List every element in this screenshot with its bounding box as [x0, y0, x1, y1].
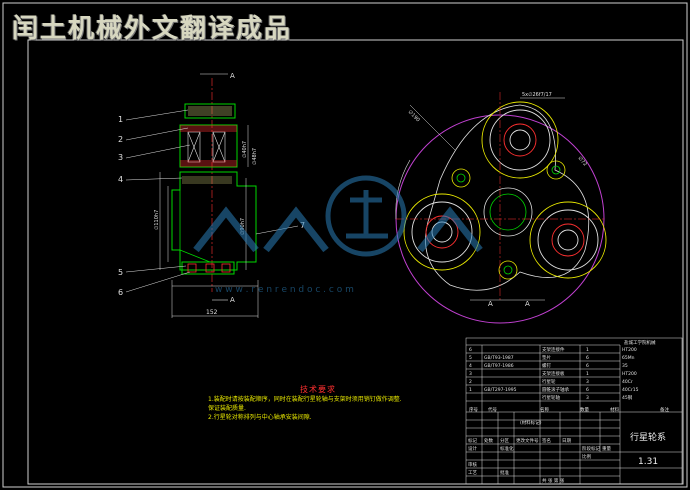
- tb-designer: 设计: [468, 445, 477, 452]
- bom-cell-qty: 6: [586, 363, 589, 369]
- bom-cell-code: GB/T297-1995: [484, 387, 517, 393]
- bom-cell-mat: 35: [622, 363, 628, 369]
- bom-cell-name: 螺钉: [542, 362, 551, 369]
- tb-mark: 标记: [468, 437, 477, 444]
- title-block: [465, 337, 683, 485]
- tb-hdr-qty: 数量: [580, 406, 589, 413]
- tb-zone: 分区: [500, 437, 509, 444]
- part-label-1: 1: [118, 115, 123, 124]
- watermark-url: w w w . r e n r e n d o c . c o m: [215, 285, 354, 295]
- tb-standard: 标准化: [500, 445, 514, 452]
- part-label-3: 3: [118, 153, 123, 162]
- bom-cell-name: 圆锥滚子轴承: [542, 386, 569, 393]
- bom-cell-name: 支架连接板: [542, 370, 565, 377]
- tb-sign: 签名: [542, 437, 551, 444]
- tb-process: 工艺: [468, 470, 477, 476]
- bom-cell-qty: 3: [586, 395, 589, 401]
- tech-requirements: 技术要求 1.装配时请按装配顺序，同时在装配行星轮轴与支架时须用销钉做作调整. …: [208, 385, 428, 422]
- tb-hdr-note: 备注: [660, 406, 669, 413]
- tb-hdr-no: 序号: [469, 406, 478, 413]
- bom-cell-qty: 6: [586, 387, 589, 393]
- bom-cell-qty: 1: [586, 347, 589, 353]
- dim-d2: ∅90h7: [240, 218, 246, 235]
- tb-date: 日期: [562, 438, 571, 444]
- part-label-2: 2: [118, 135, 123, 144]
- tb-drawing-name: 行星轮系: [630, 431, 666, 443]
- tb-hdr-name: 名称: [540, 406, 549, 413]
- front-view: A A 5x∅26f7/17 ∅190 ∅72: [395, 92, 607, 324]
- tb-hdr-code: 代号: [488, 406, 497, 413]
- dim-d5: ∅190: [407, 109, 421, 123]
- section-mark-left: A: [488, 300, 493, 308]
- bom-cell-mat: HT200: [622, 371, 637, 377]
- tb-count: 处数: [484, 437, 493, 444]
- bom-cell-mat: 65Mn: [622, 355, 635, 361]
- tb-change: 更改文件号: [516, 437, 539, 444]
- tech-requirement-item: 1.装配时请按装配顺序，同时在装配行星轮轴与支架时须用销钉做作调整.: [208, 396, 402, 403]
- banner-title: 闰土机械外文翻译成品: [12, 14, 293, 44]
- tb-sheet: 共 张 第 张: [542, 477, 565, 484]
- part-label-6: 6: [118, 288, 123, 297]
- bom-cell-no: 2: [469, 379, 472, 385]
- bom-cell-mat: HT200: [622, 347, 637, 353]
- tech-requirement-item: 2.行星轮对称排列与中心轴承安装间隙.: [208, 414, 312, 421]
- tb-ratio: 比例: [582, 453, 591, 460]
- part-label-5: 5: [118, 268, 123, 277]
- dim-spline: 5x∅26f7/17: [522, 92, 552, 98]
- watermark: w w w . r e n r e n d o c . c o m: [193, 175, 483, 295]
- tb-hdr-mat: 材料: [610, 406, 619, 413]
- bom-cell-no: 5: [469, 355, 472, 361]
- bom-cell-qty: 6: [586, 355, 589, 361]
- bom-cell-name: 行星轮: [542, 378, 556, 385]
- tb-checker: 审核: [468, 461, 477, 468]
- dim-width: 152: [206, 309, 218, 316]
- dim-d6: ∅72: [576, 155, 587, 167]
- bom-cell-mat: 40Cr15: [622, 387, 639, 393]
- section-mark-right: A: [525, 300, 530, 308]
- tb-scale: 1.31: [638, 457, 658, 467]
- dim-d1: ∅110h7: [154, 210, 160, 230]
- part-label-4: 4: [118, 175, 123, 184]
- bom-cell-no: 6: [469, 347, 472, 353]
- section-mark-a-top: A: [230, 72, 235, 80]
- bom-cell-no: 4: [469, 363, 472, 369]
- bom-cell-name: 垫片: [542, 354, 551, 361]
- section-mark-a-bottom: A: [230, 296, 235, 304]
- bom-cell-code: GB/T93-1987: [484, 355, 514, 361]
- bom-cell-qty: 3: [586, 379, 589, 385]
- tb-weight: 重量: [602, 445, 611, 452]
- bom-cell-no: 3: [469, 371, 472, 377]
- inner-border: [27, 39, 684, 485]
- tech-requirement-item: 保证装配质量.: [208, 405, 246, 412]
- bom-cell-no: 1: [469, 387, 472, 393]
- bom-cell-name: 行星轮轴: [542, 394, 560, 401]
- tb-approve: 批准: [500, 469, 509, 476]
- tech-requirements-title: 技术要求: [300, 385, 336, 394]
- tb-school: 盐城工学院机械: [624, 339, 656, 346]
- dim-d3: ∅48h7: [252, 148, 258, 165]
- bom-cell-mat: 40Cr: [622, 379, 633, 385]
- tb-stage: 阶段标记: [582, 445, 600, 452]
- bom-cell-mat: 45钢: [622, 394, 633, 401]
- tb-material-label: (材料标记): [520, 419, 542, 426]
- bom-cell-qty: 1: [586, 371, 589, 377]
- bom-cell-code: GB/T97-1986: [484, 363, 514, 369]
- dim-d7: ∅40h7: [242, 141, 248, 158]
- section-view: A A ∅110h7 ∅90h7 ∅40h7 ∅48h7: [118, 72, 305, 318]
- bom-cell-name: 支架连接件: [542, 346, 565, 353]
